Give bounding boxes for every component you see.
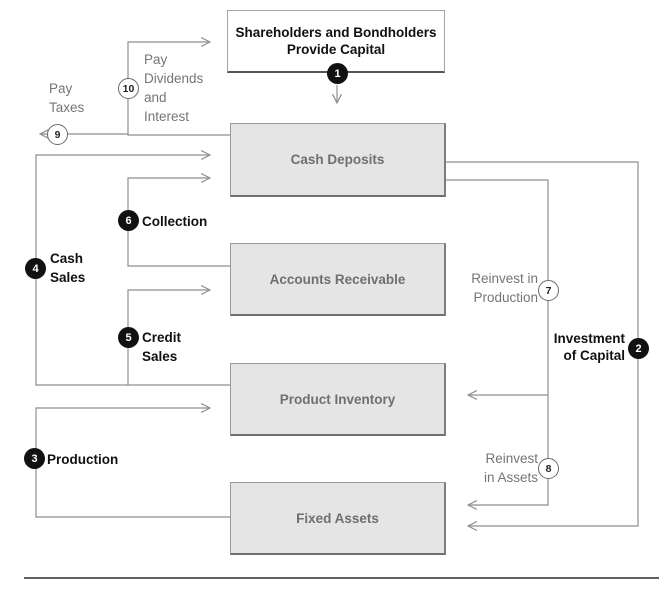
product-inventory-box: Product Inventory — [230, 363, 446, 436]
production-label: Production — [47, 452, 119, 467]
step-2-badge: 2 — [628, 338, 649, 359]
flow-credit-sales-line — [127, 290, 210, 385]
cash-sales-label: Cash Sales — [50, 251, 86, 285]
accounts-receivable-box: Accounts Receivable — [230, 243, 446, 316]
pay-dividends-interest-label: Pay Dividends and Interest — [144, 52, 204, 124]
step-9-badge: 9 — [47, 124, 68, 145]
credit-sales-label: Credit Sales — [142, 330, 182, 364]
step-1-badge: 1 — [327, 63, 348, 84]
collection-label: Collection — [142, 214, 208, 229]
step-10-badge: 10 — [118, 78, 139, 99]
reinvest-in-production-label: Reinvest in Production — [471, 271, 538, 305]
step-4-badge: 4 — [25, 258, 46, 279]
step-7-badge: 7 — [538, 280, 559, 301]
cash-deposits-box: Cash Deposits — [230, 123, 446, 197]
step-6-badge: 6 — [118, 210, 139, 231]
reinvest-in-assets-label: Reinvest in Assets — [483, 451, 538, 485]
shareholders-bondholders-box: Shareholders and Bondholders Provide Cap… — [227, 10, 445, 73]
step-5-badge: 5 — [118, 327, 139, 348]
pay-taxes-label: Pay Taxes — [49, 81, 85, 115]
investment-of-capital-label: Investment of Capital — [553, 331, 625, 363]
flow-reinvest-assets-line — [468, 395, 549, 505]
step-8-badge: 8 — [538, 458, 559, 479]
fixed-assets-box: Fixed Assets — [230, 482, 446, 555]
step-3-badge: 3 — [24, 448, 45, 469]
